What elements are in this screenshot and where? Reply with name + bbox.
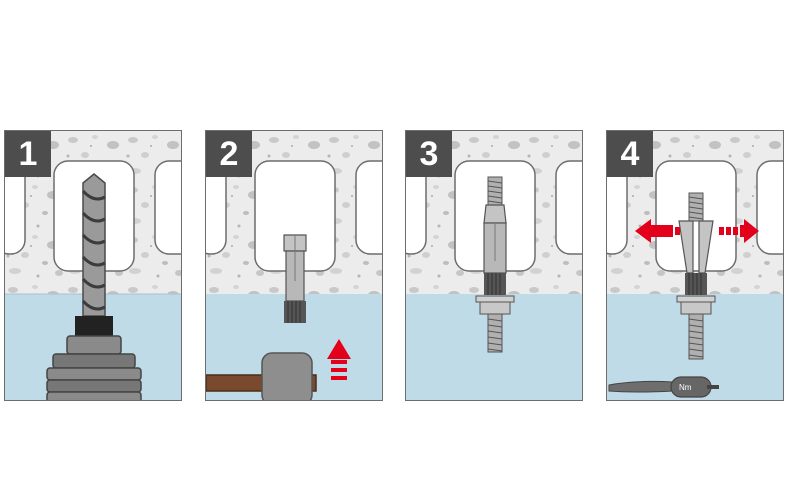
drill-icon <box>5 131 181 400</box>
step-number-badge: 2 <box>206 131 252 177</box>
step-panel-1: 1 <box>4 130 182 401</box>
step-panel-4: 4 Nm <box>606 130 784 401</box>
step-number-badge: 3 <box>406 131 452 177</box>
step-number-badge: 1 <box>5 131 51 177</box>
step-panel-2: 2 <box>205 130 383 401</box>
torque-wrench-label: Nm <box>679 383 692 392</box>
step-panel-3: 3 <box>405 130 583 401</box>
step-number-badge: 4 <box>607 131 653 177</box>
